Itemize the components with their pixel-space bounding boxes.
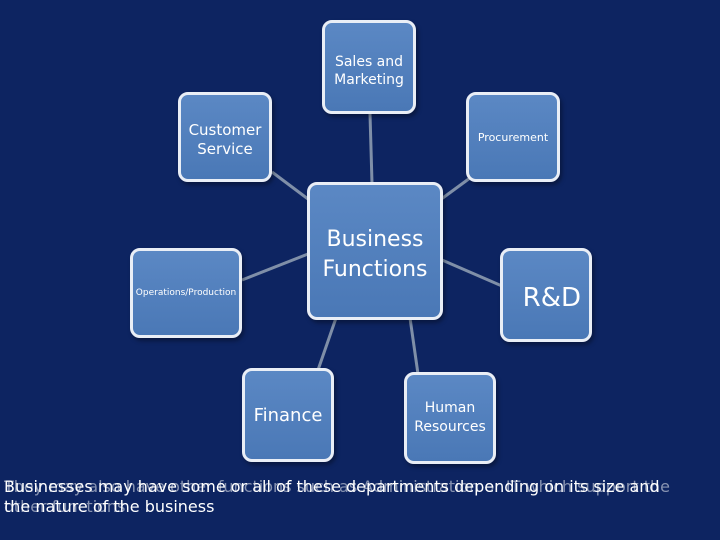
caption-line-1: Businesses may have some or all of these… bbox=[4, 477, 660, 496]
caption-line-2: the nature of the business bbox=[4, 497, 215, 516]
connector-rd bbox=[441, 258, 503, 288]
connector-operations bbox=[241, 252, 309, 282]
node-business-functions: Business Functions bbox=[307, 182, 443, 320]
connector-customer-service bbox=[271, 170, 313, 204]
connector-hr bbox=[408, 317, 420, 375]
connector-finance bbox=[316, 317, 338, 371]
overlay-caption: They may also have other functions such … bbox=[4, 477, 716, 517]
node-procurement: Procurement bbox=[466, 92, 560, 182]
node-rd: R&D bbox=[500, 248, 592, 342]
node-label: Human Resources bbox=[414, 400, 486, 435]
node-label: Business Functions bbox=[322, 227, 428, 282]
description-text: They may also have other functions such … bbox=[4, 477, 716, 517]
connector-procurement bbox=[439, 176, 471, 202]
node-label: Customer Service bbox=[188, 121, 262, 158]
node-sales-and-marketing: Sales and Marketing bbox=[322, 20, 416, 114]
node-label: Finance bbox=[253, 404, 323, 426]
main-caption: Businesses may have some or all of these… bbox=[4, 477, 716, 517]
node-operations-production: Operations/Production bbox=[130, 248, 242, 338]
node-label: Operations/Production bbox=[135, 288, 237, 298]
node-customer-service: Customer Service bbox=[178, 92, 272, 182]
node-label: Sales and Marketing bbox=[334, 54, 404, 88]
node-label: R&D bbox=[522, 283, 581, 313]
node-finance: Finance bbox=[242, 368, 334, 462]
overlay-line-2: other functions bbox=[4, 497, 126, 516]
node-label: Procurement bbox=[477, 130, 549, 144]
overlay-line-1: They may also have other functions such … bbox=[4, 477, 670, 496]
connector-sales bbox=[368, 113, 374, 184]
node-human-resources: Human Resources bbox=[404, 372, 496, 464]
